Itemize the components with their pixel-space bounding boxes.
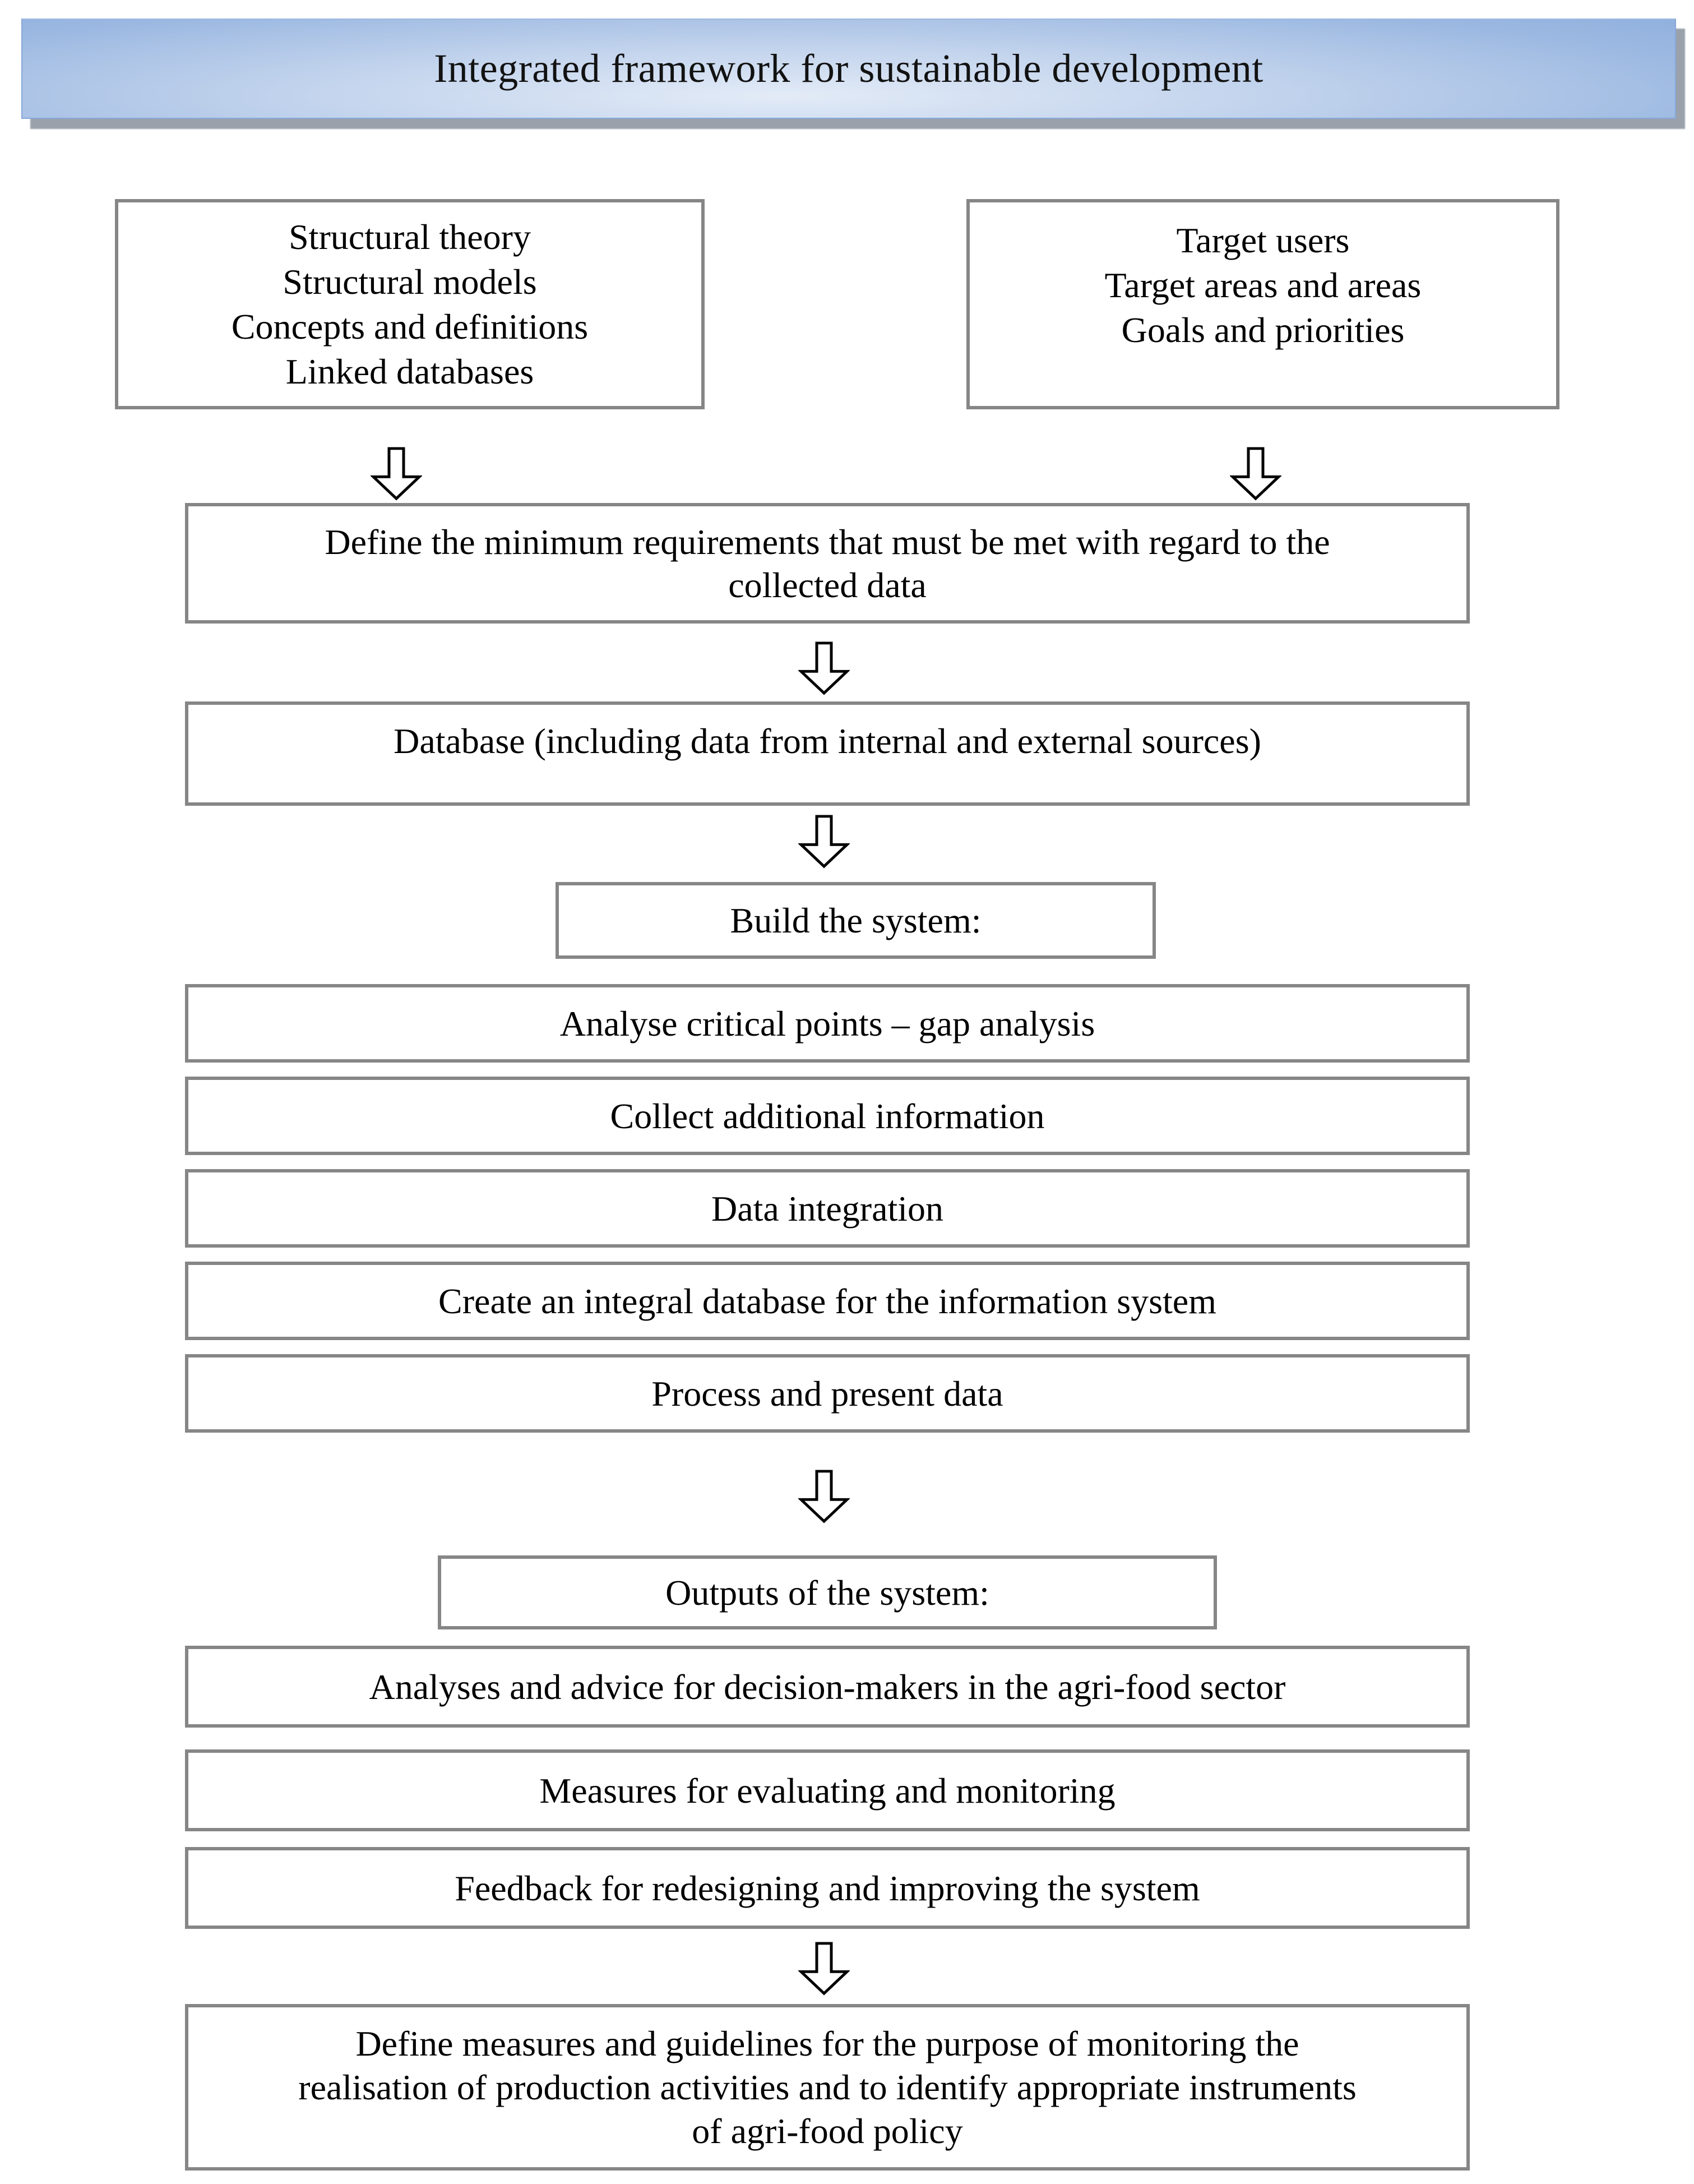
structural-foundations-text: Structural theory Structural models Conc… [231,216,589,391]
create-integral-database-text: Create an integral database for the info… [438,1281,1216,1321]
box-collect-additional-information: Collect additional information [185,1077,1470,1155]
box-feedback-redesigning: Feedback for redesigning and improving t… [185,1847,1470,1929]
build-system-header-text: Build the system: [730,901,982,940]
box-define-measures-guidelines: Define measures and guidelines for the p… [185,2004,1470,2171]
box-structural-foundations: Structural theory Structural models Conc… [115,199,705,409]
define-measures-guidelines-text: Define measures and guidelines for the p… [298,2023,1357,2151]
box-data-integration: Data integration [185,1169,1470,1248]
box-create-integral-database: Create an integral database for the info… [185,1262,1470,1340]
box-build-system-header: Build the system: [556,882,1156,959]
measures-evaluating-text: Measures for evaluating and monitoring [539,1770,1116,1811]
process-present-data-text: Process and present data [651,1373,1003,1414]
collect-additional-information-text: Collect additional information [610,1096,1045,1136]
box-analyses-advice: Analyses and advice for decision-makers … [185,1646,1470,1728]
box-outputs-header: Outputs of the system: [438,1555,1217,1629]
box-define-requirements: Define the minimum requirements that mus… [185,503,1470,624]
analyses-advice-text: Analyses and advice for decision-makers … [369,1666,1286,1707]
down-arrow-icon [798,814,850,869]
data-integration-text: Data integration [711,1188,944,1229]
analyse-critical-points-text: Analyse critical points – gap analysis [559,1003,1095,1043]
database-text: Database (including data from internal a… [394,721,1261,761]
down-arrow-icon [798,1469,850,1523]
page-title: Integrated framework for sustainable dev… [434,46,1263,91]
targets-goals-text: Target users Target areas and areas Goal… [1104,220,1422,350]
box-measures-evaluating: Measures for evaluating and monitoring [185,1749,1470,1831]
title-banner: Integrated framework for sustainable dev… [21,19,1676,119]
box-process-present-data: Process and present data [185,1354,1470,1433]
down-arrow-icon [1230,446,1281,501]
down-arrow-icon [371,446,422,501]
define-requirements-text: Define the minimum requirements that mus… [325,521,1330,605]
box-targets-goals: Target users Target areas and areas Goal… [966,199,1559,409]
down-arrow-icon [798,1941,850,1996]
down-arrow-icon [798,641,850,695]
feedback-redesigning-text: Feedback for redesigning and improving t… [455,1868,1200,1908]
box-analyse-critical-points: Analyse critical points – gap analysis [185,984,1470,1063]
box-database: Database (including data from internal a… [185,701,1470,806]
outputs-header-text: Outputs of the system: [665,1572,989,1613]
